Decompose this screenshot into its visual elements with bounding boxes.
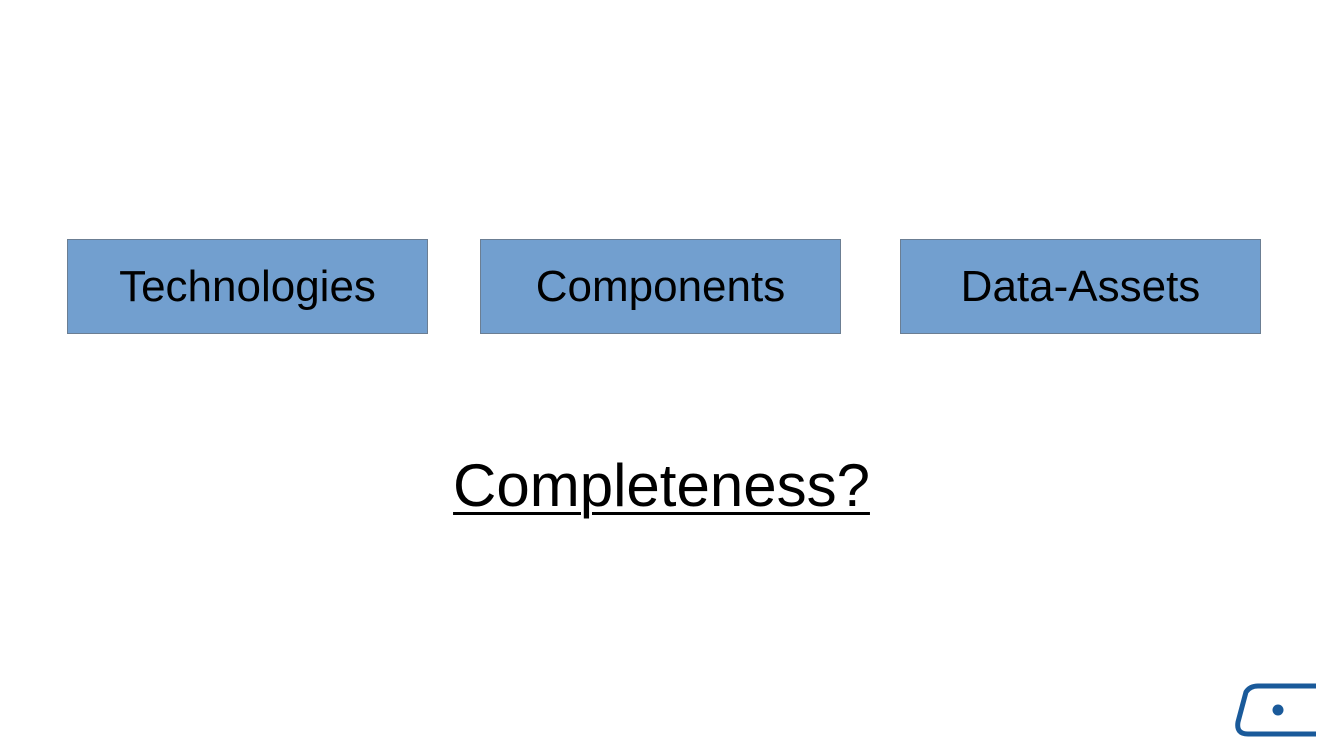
box-data-assets: Data-Assets (900, 239, 1261, 334)
box-technologies-label: Technologies (119, 261, 376, 311)
brand-logo-icon (1235, 683, 1316, 737)
box-data-assets-label: Data-Assets (960, 261, 1201, 311)
completeness-question: Completeness? (453, 452, 870, 519)
box-technologies: Technologies (67, 239, 428, 334)
box-components: Components (480, 239, 841, 334)
box-components-label: Components (535, 261, 786, 311)
